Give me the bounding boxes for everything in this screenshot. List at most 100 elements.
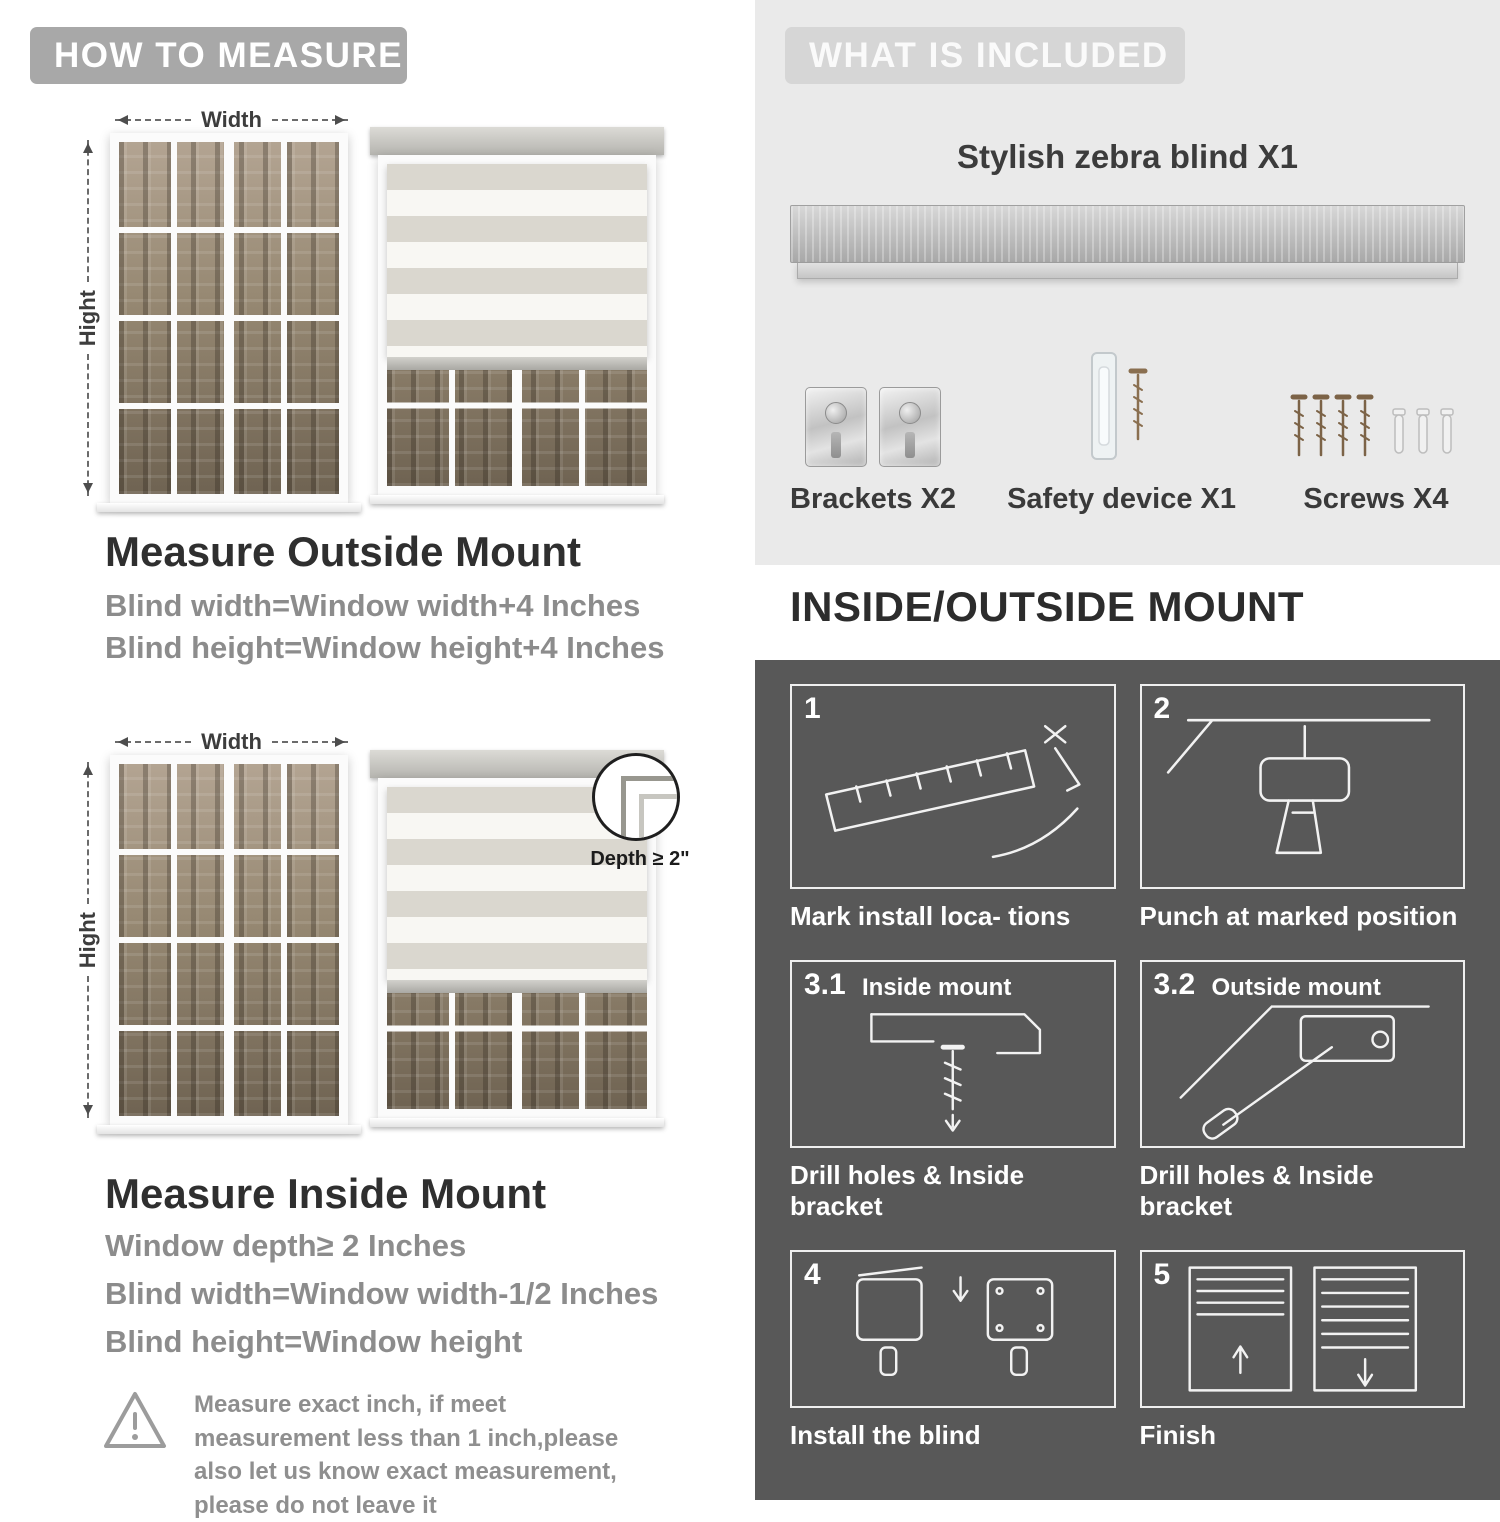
blind-headrail-flange [797,263,1458,279]
step-3-1: 3.1 Inside mount Drill holes & Ins [790,960,1116,1222]
safety-device-icon [1090,352,1148,460]
blind-bottom-rail [387,357,647,371]
step-2-caption: Punch at marked position [1139,901,1458,931]
outside-mount-title: Measure Outside Mount [105,528,582,575]
how-to-measure-header: HOW TO MEASURE [30,27,407,84]
what-is-included-section: WHAT IS INCLUDED Stylish zebra blind X1 … [755,0,1500,565]
step-number: 5 [1153,1258,1171,1291]
included-items: Brackets X2 Safety device X1 [790,338,1465,516]
dim-line [83,976,93,1119]
safety-device-icons [1072,345,1172,467]
how-to-measure-section: HOW TO MEASURE Width Hight Measure Outsi… [0,0,755,1519]
step-3-2-box: 3.2 Outside mount [1139,960,1465,1148]
blind-headrail [790,205,1465,263]
product-name: Stylish zebra blind X1 [956,138,1299,175]
mount-title-strip: INSIDE/OUTSIDE MOUNT [755,565,1500,660]
step-3-2-illustration [1179,1005,1430,1140]
step-3-1-caption: Drill holes & Inside bracket [790,1160,1025,1221]
height-label: Hight [75,911,100,969]
inside-mount-formula-width: Blind width=Window width-1/2 Inches [105,1276,659,1311]
step-5-illustration [1187,1266,1417,1392]
frame-corner-line [639,794,677,838]
mount-steps-grid: 1 Mark install loca- tions [790,684,1465,1451]
screws-icons [1287,345,1465,467]
blind-window [378,155,656,495]
window-sill [370,1118,664,1127]
zebra-blind-outside-illustration [370,127,664,504]
screws-label: Screws X4 [1303,483,1449,515]
step-5: 5 Finish [1139,1250,1465,1451]
screw-icon [1128,368,1148,441]
inside-mount-depth-rule: Window depth≥ 2 Inches [105,1228,467,1263]
step-mount-type-label: Outside mount [1211,974,1381,1001]
window-muntins [119,142,339,494]
step-5-box: 5 [1139,1250,1465,1408]
blind-bottom-rail [387,980,647,994]
blind-cassette [370,127,664,155]
dim-line [271,115,349,125]
width-label: Width [201,107,262,132]
zebra-blind-product-image [790,205,1465,279]
step-1-caption: Mark install loca- tions [790,901,1071,931]
warning-triangle-icon [104,1392,166,1448]
step-2: 2 Punch at marked position [1139,684,1465,932]
depth-label: Depth ≥ 2" [590,848,690,870]
window-muntins [119,764,339,1116]
dim-line [83,762,93,904]
bracket-icon [879,387,942,467]
what-is-included-title: WHAT IS INCLUDED [809,35,1169,75]
outside-mount-formula-height: Blind height=Window height+4 Inches [105,630,665,665]
dim-line [83,140,93,282]
step-1-illustration [824,724,1081,859]
height-dimension-arrow: Hight [75,762,100,1119]
dim-line [115,115,192,125]
step-3-1-box: 3.1 Inside mount [790,960,1116,1148]
step-1-box: 1 [790,684,1116,889]
zebra-stripes [387,164,647,358]
safety-device-label: Safety device X1 [1007,483,1236,515]
step-5-caption: Finish [1139,1420,1217,1450]
included-item-screws: Screws X4 [1287,345,1465,516]
included-item-safety-device: Safety device X1 [1007,345,1236,516]
dim-line [83,354,93,497]
brackets-icons [805,345,942,467]
bracket-icon [805,387,868,467]
inside-mount-title: Measure Inside Mount [105,1170,547,1217]
window-sill [97,503,361,512]
warning-text: Measure exact inch, if meet measurement … [194,1391,619,1519]
step-number: 1 [804,692,821,725]
width-dimension-arrow: Width [115,729,349,754]
screws-icon [1290,394,1454,457]
zebra-blind-inside-illustration [370,750,664,1127]
window-sill [97,1125,361,1134]
step-4-illustration [856,1266,1054,1377]
mount-steps-panel: 1 Mark install loca- tions [755,660,1500,1500]
anchors-icon [1392,408,1454,454]
window-illustration [110,133,348,503]
step-4-box: 4 [790,1250,1116,1408]
step-4-caption: Install the blind [790,1420,981,1450]
step-2-illustration [1166,718,1431,855]
dim-line [115,737,192,747]
step-number: 4 [804,1258,821,1291]
measurement-warning: Measure exact inch, if meet measurement … [100,1388,680,1522]
dim-line [271,737,349,747]
frame-corner-line [621,776,677,838]
how-to-measure-title: HOW TO MEASURE [54,35,403,75]
step-mount-type-label: Inside mount [862,974,1012,1001]
height-dimension-arrow: Hight [75,140,100,497]
right-column: WHAT IS INCLUDED Stylish zebra blind X1 … [755,0,1500,1500]
step-number: 3.2 [1153,968,1196,1001]
step-4: 4 Install the b [790,1250,1116,1451]
window-sill [370,495,664,504]
blind-window [378,778,656,1118]
step-2-box: 2 [1139,684,1465,889]
step-1: 1 Mark install loca- tions [790,684,1116,932]
outside-mount-formula-width: Blind width=Window width+4 Inches [105,588,641,623]
depth-magnifier-icon [592,753,680,841]
step-3-1-illustration [870,1013,1042,1132]
inside-mount-formula-height: Blind height=Window height [105,1324,523,1359]
step-3-2-caption: Drill holes & Inside bracket [1139,1160,1374,1221]
step-number: 2 [1153,692,1171,725]
mount-section-title: INSIDE/OUTSIDE MOUNT [790,583,1305,630]
